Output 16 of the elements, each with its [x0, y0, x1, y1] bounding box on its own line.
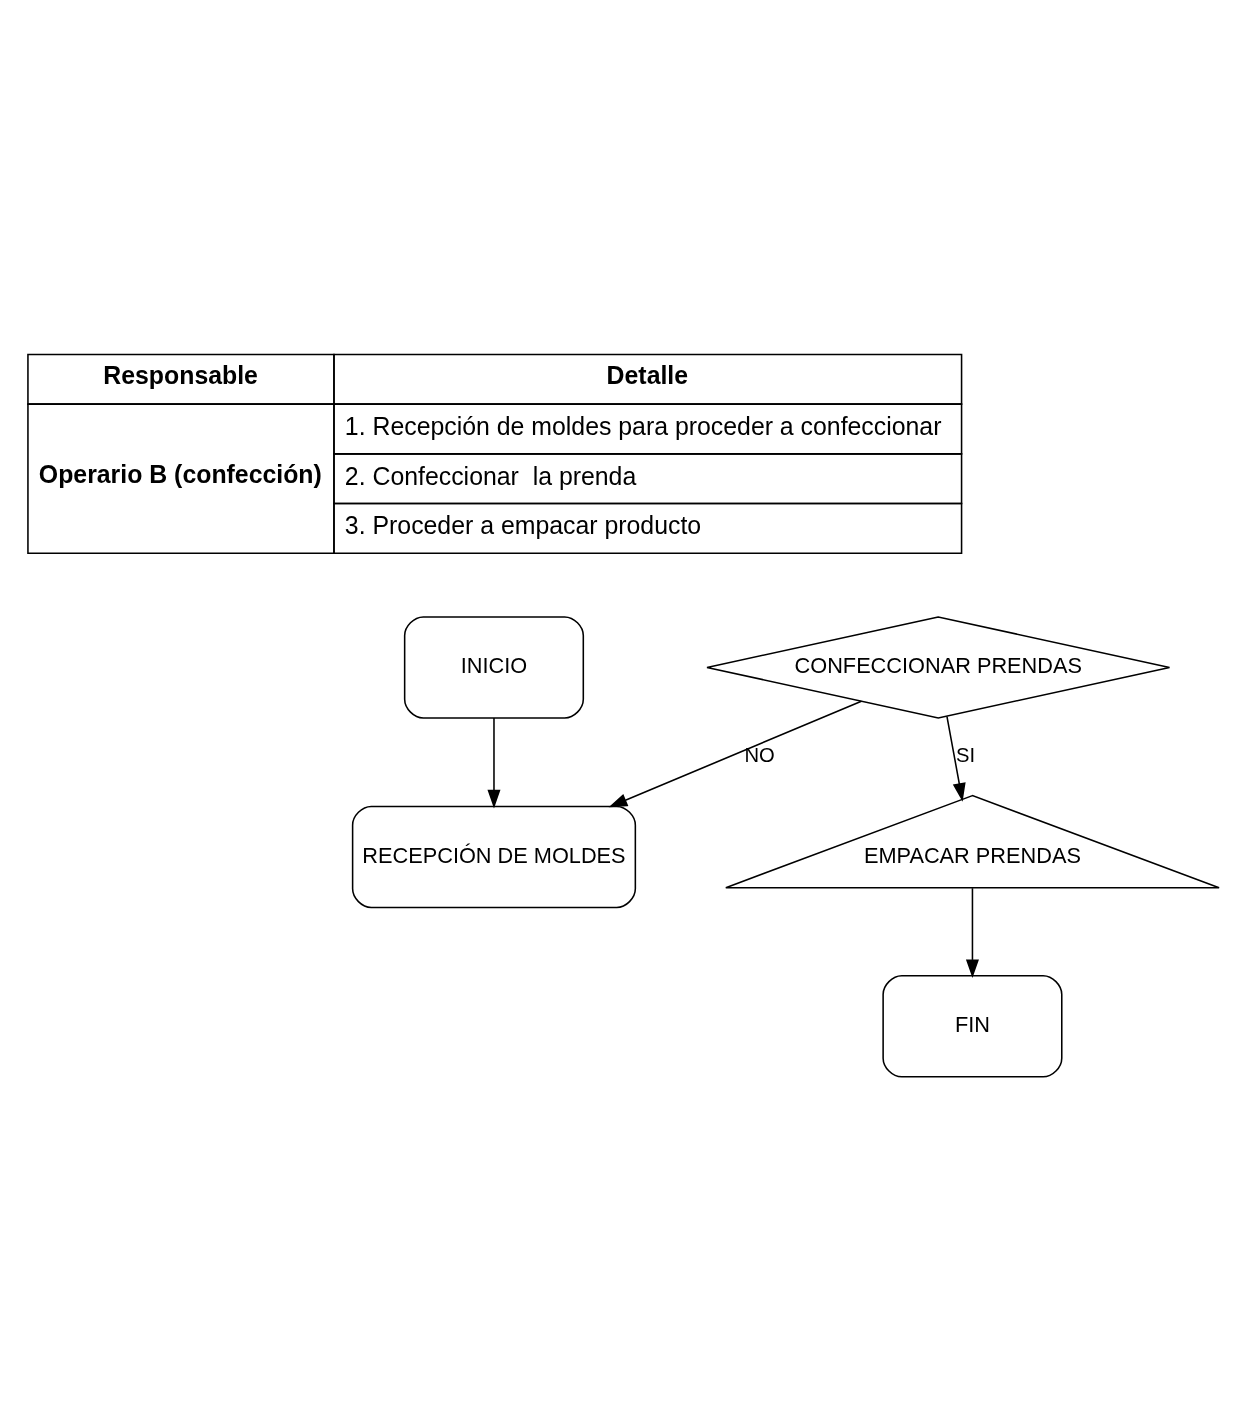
node-box: RECEPCIÓN DE MOLDES — [351, 805, 637, 908]
arrow — [965, 886, 979, 978]
arrow — [946, 715, 966, 802]
arrow — [608, 700, 863, 807]
label: Detalle — [606, 361, 689, 389]
arrow — [487, 716, 501, 808]
label: Operario B (confección) — [38, 460, 322, 488]
node-box: INICIO — [403, 615, 585, 719]
node-diamond: CONFECCIONAR PRENDAS — [706, 615, 1171, 719]
edge-label: SI — [955, 743, 975, 766]
label: Responsable — [103, 361, 258, 389]
edge-label: NO — [744, 743, 775, 766]
label: 2. Confeccionar la prenda — [344, 462, 637, 490]
node-box: FIN — [882, 974, 1063, 1078]
label: 3. Proceder a empacar producto — [344, 511, 702, 539]
label: 1. Recepción de moldes para proceder a confeccionar — [344, 412, 942, 440]
